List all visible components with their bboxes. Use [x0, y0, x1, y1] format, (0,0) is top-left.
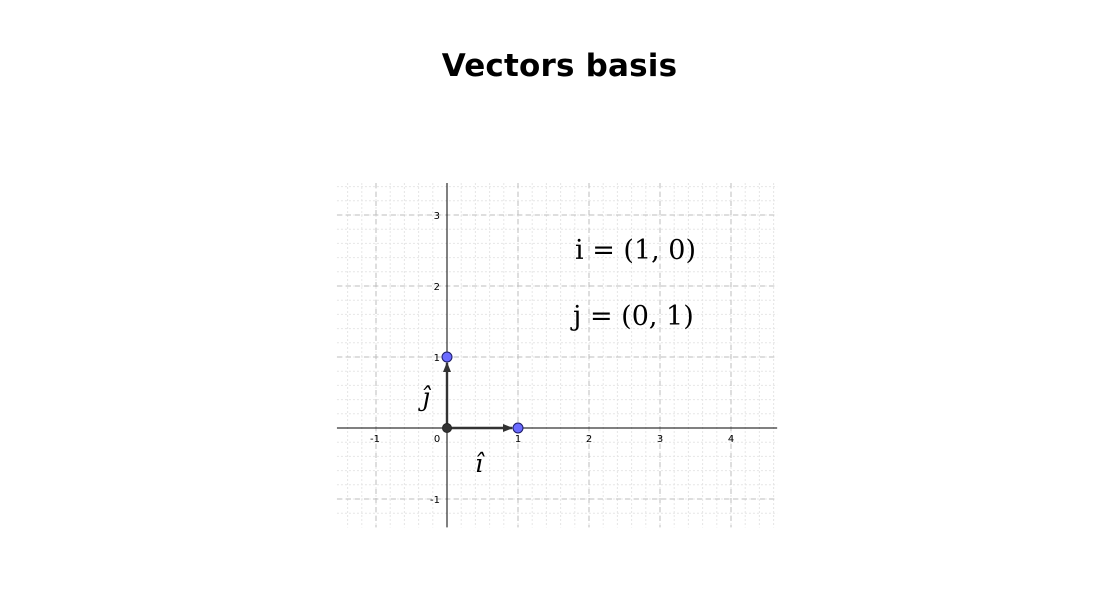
x-tick-labels: -1 1 2 3 4 [370, 434, 734, 445]
page-title: Vectors basis [441, 48, 678, 84]
y-tick-label: 3 [434, 211, 440, 222]
point-j-hat[interactable] [441, 351, 453, 363]
x-tick-label: 3 [657, 434, 663, 445]
x-tick-label: -1 [370, 434, 380, 445]
i-hat-label: î [475, 449, 485, 478]
x-tick-label: 4 [728, 434, 734, 445]
x-tick-label: 1 [515, 434, 521, 445]
major-grid [336, 183, 778, 528]
origin-point[interactable] [442, 423, 452, 433]
x-tick-label: 2 [586, 434, 592, 445]
j-hat-label: ĵ [417, 382, 431, 411]
point-i-hat[interactable] [512, 422, 524, 434]
y-tick-label: -1 [430, 495, 440, 506]
y-tick-label: 1 [434, 353, 440, 364]
origin-label: 0 [434, 434, 440, 445]
i-equation: i = (1, 0) [575, 235, 696, 266]
y-tick-label: 2 [434, 282, 440, 293]
minor-grid [336, 183, 778, 528]
j-equation: j = (0, 1) [570, 301, 694, 332]
y-tick-labels: -1 1 2 3 [430, 211, 440, 506]
